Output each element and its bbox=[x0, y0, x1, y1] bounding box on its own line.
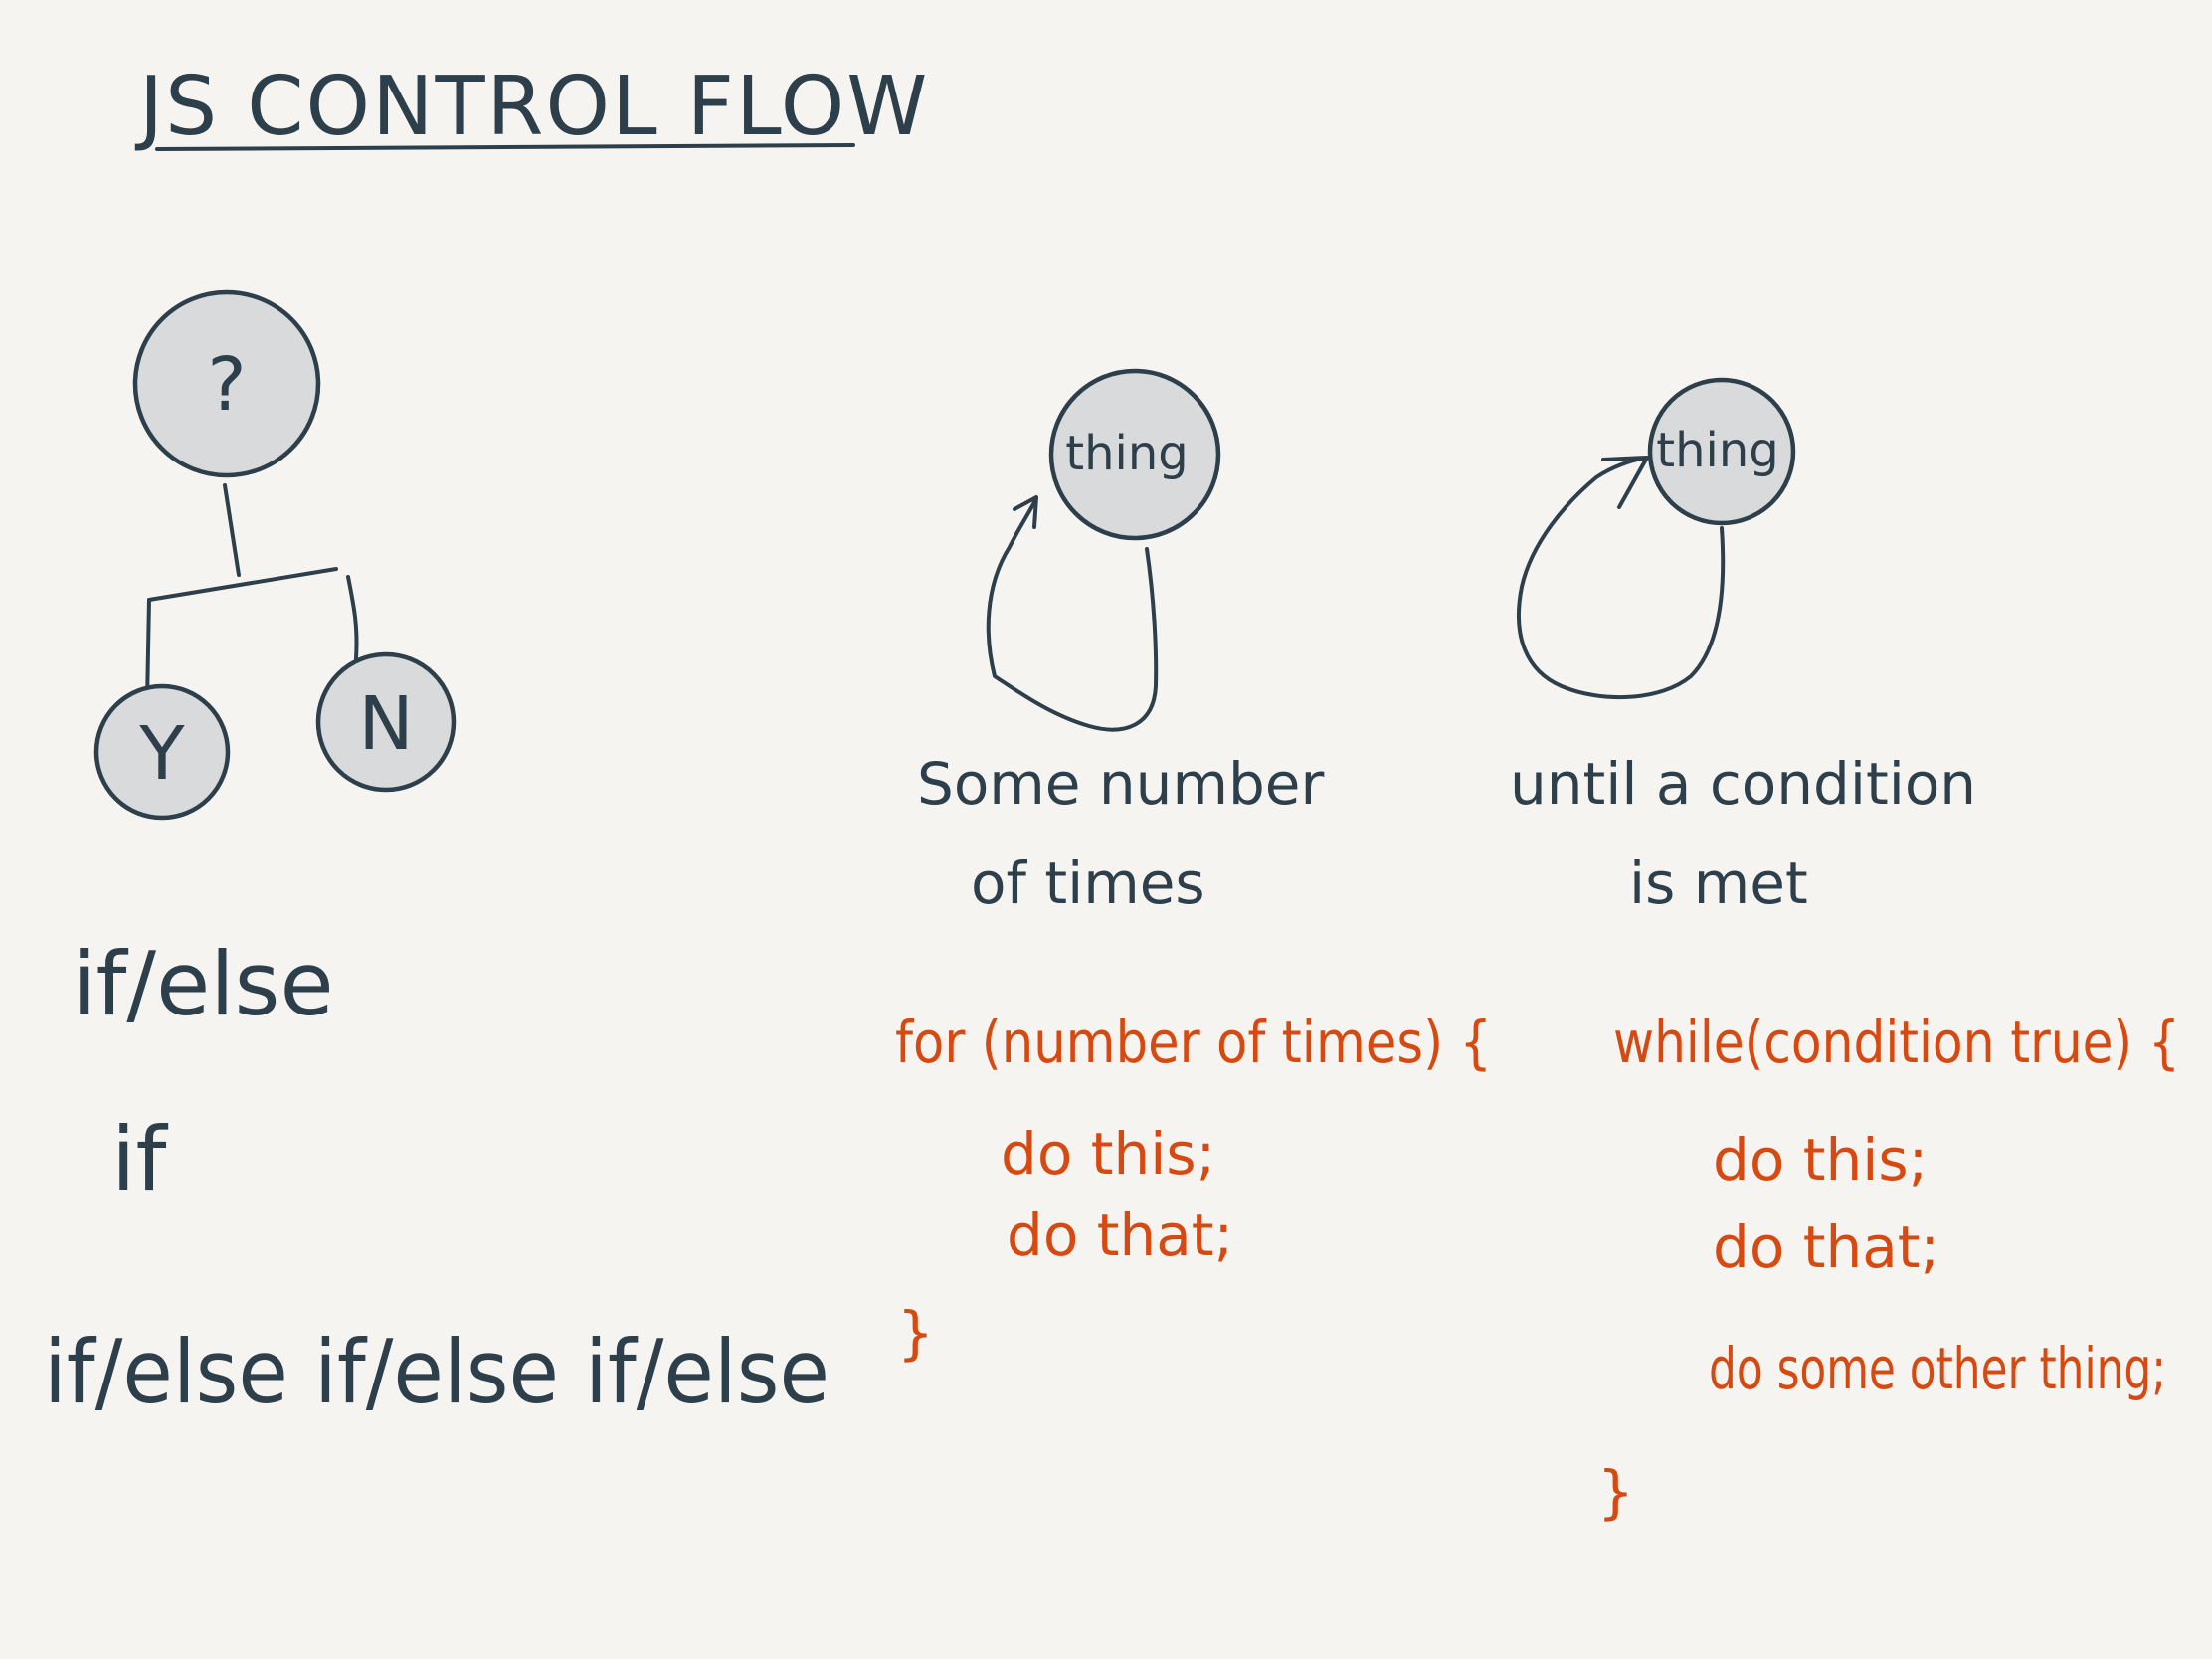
for-code-line-2: do that; bbox=[1007, 1201, 1233, 1269]
while-loop-code: while(condition true) { do this; do that… bbox=[1597, 1009, 2180, 1526]
page-title: JS CONTROL FLOW bbox=[134, 60, 929, 154]
tree-connector-yes bbox=[145, 598, 151, 704]
for-loop-arrowhead bbox=[1013, 495, 1038, 529]
for-loop-code: for (number of times) { do this; do that… bbox=[895, 1009, 1492, 1367]
while-thing-node bbox=[1647, 377, 1796, 526]
while-code-line-2: do that; bbox=[1713, 1213, 1939, 1281]
for-code-close: } bbox=[897, 1299, 934, 1367]
while-loop-caption-1: until a condition bbox=[1510, 750, 1976, 818]
while-loop-arrow bbox=[1517, 456, 1726, 700]
for-loop-caption-1: Some number bbox=[917, 750, 1324, 818]
while-code-header: while(condition true) { bbox=[1613, 1009, 2180, 1076]
for-code-header: for (number of times) { bbox=[895, 1009, 1492, 1076]
while-code-line-1: do this; bbox=[1713, 1126, 1928, 1194]
for-loop-caption-2: of times bbox=[971, 849, 1205, 917]
yes-node bbox=[93, 683, 231, 821]
no-node-label: N bbox=[358, 681, 413, 767]
while-loop-diagram: thing until a condition is met bbox=[1510, 377, 1976, 917]
while-code-close: } bbox=[1597, 1458, 1634, 1526]
while-code-line-3: do some other thing; bbox=[1709, 1335, 2166, 1402]
while-loop-caption-2: is met bbox=[1629, 849, 1808, 917]
while-loop-arrowhead bbox=[1601, 456, 1649, 509]
for-thing-node bbox=[1048, 368, 1221, 541]
tree-connector-root bbox=[223, 483, 241, 577]
decision-tree: ? Y N bbox=[93, 289, 457, 821]
if-label: if bbox=[111, 1108, 168, 1210]
for-thing-label: thing bbox=[1065, 426, 1188, 481]
tree-connector-no bbox=[346, 575, 359, 660]
for-loop-diagram: thing Some number of times bbox=[917, 368, 1324, 917]
yes-node-label: Y bbox=[138, 711, 185, 797]
for-code-line-1: do this; bbox=[1001, 1120, 1215, 1188]
for-loop-arrow bbox=[986, 500, 1159, 732]
decision-node-label: ? bbox=[207, 342, 246, 428]
title-underline bbox=[155, 143, 855, 151]
tree-connector-bar bbox=[147, 567, 338, 602]
no-node bbox=[315, 651, 457, 793]
if-else-chain-label: if/else if/else if/else bbox=[44, 1321, 830, 1423]
decision-node bbox=[132, 289, 321, 478]
while-thing-label: thing bbox=[1656, 423, 1778, 478]
if-else-label: if/else bbox=[72, 933, 334, 1035]
